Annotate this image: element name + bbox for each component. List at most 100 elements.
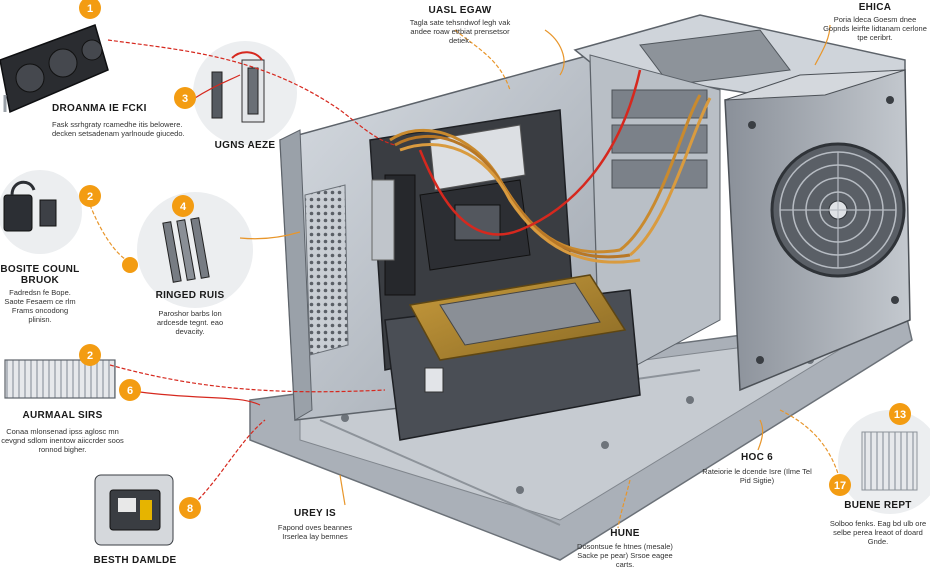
screw xyxy=(686,396,694,404)
badge-3: 3 xyxy=(174,87,196,109)
badge-6: 6 xyxy=(119,379,141,401)
gpu-fan xyxy=(81,39,103,61)
leader-line xyxy=(779,409,841,481)
callout-ram: RINGED RUIS Paroshor barbs lon ardcesde … xyxy=(150,290,230,336)
cpu-label-sticker xyxy=(424,367,444,393)
leader-line xyxy=(189,419,266,509)
leader-line xyxy=(239,231,301,240)
screw xyxy=(748,121,756,129)
screw xyxy=(891,296,899,304)
vent-perforation xyxy=(304,184,349,356)
callout-title: UGNS AEZE xyxy=(214,140,276,151)
callout-title: EHICA xyxy=(858,2,892,13)
callout-desc: Poria ldeca Goesm dnee Gopnds leirfte li… xyxy=(823,15,927,42)
gpu-card xyxy=(0,24,109,114)
callout-title: RINGED RUIS xyxy=(155,290,225,301)
callout-desc: Paroshor barbs lon ardcesde tegnt. eao d… xyxy=(156,309,224,336)
callout-desc: Fask ssrhgraty rcamedhe itis belowere. d… xyxy=(52,120,185,138)
power-supply-unit xyxy=(724,69,911,392)
case-left-frame xyxy=(279,129,313,421)
callout-bottom-mid: UREY IS Fapond oves beannes Irserlea lay… xyxy=(265,508,365,541)
badge-number: 2 xyxy=(87,350,93,362)
callout-title: UASL EGAW xyxy=(428,5,492,16)
screw xyxy=(341,414,349,422)
red-cable xyxy=(418,69,642,236)
badge-13: 13 xyxy=(889,403,911,425)
badge-1: 1 xyxy=(79,0,101,19)
badge-2-ssd: 2 xyxy=(79,344,101,366)
cable-clip-icon xyxy=(211,51,265,123)
callout-title: AURMAAL SIRS xyxy=(22,410,103,421)
callout-desc: Fapond oves beannes Irserlea lay bemnes xyxy=(277,523,353,541)
callout-title: BESTH DAMLDE xyxy=(93,555,177,566)
badge-number: 3 xyxy=(182,93,188,105)
cables xyxy=(389,69,712,264)
case-base-inner xyxy=(299,324,881,521)
callout-desc: Solboo fenks. Eag bd ulb ore selbe perea… xyxy=(829,519,927,546)
badge-number: 1 xyxy=(87,3,93,15)
callout-cable-clip: UGNS AEZE xyxy=(205,140,285,151)
badge-17: 17 xyxy=(829,474,851,496)
badge-cooler-small xyxy=(122,257,138,273)
callout-top: UASL EGAW Tagla sate tehsndwof legh vak … xyxy=(400,5,520,45)
leader-line xyxy=(107,39,396,146)
callout-desc: Conaa mlonsenad ipss aglosc mn cevgnd sd… xyxy=(1,427,124,454)
callout-title: HOC 6 xyxy=(740,452,774,463)
psu-box-icon xyxy=(109,489,161,531)
leader-line xyxy=(89,204,131,263)
gpu-fan xyxy=(48,48,78,78)
io-shield xyxy=(371,179,395,261)
pc-case xyxy=(249,14,913,561)
drive-bay xyxy=(611,159,708,189)
screw xyxy=(601,441,609,449)
callout-desc: Rateiorie le dcende Isre (Ilme Tel Pid S… xyxy=(702,467,812,485)
leader-line xyxy=(339,474,346,506)
callout-desc: Dosontsue fe htnes (mesale) Sacke pe pea… xyxy=(577,542,673,569)
cpu-inner-plate xyxy=(439,282,601,346)
callout-title: HUNE xyxy=(610,528,640,539)
callout-desc: Tagla sate tehsndwof legh vak andee roaw… xyxy=(409,18,511,45)
leader-lines xyxy=(89,24,841,529)
cpu-mount-assembly xyxy=(384,274,641,441)
leader-line xyxy=(617,479,631,529)
power-cable xyxy=(399,142,641,264)
callout-bottom-center: HUNE Dosontsue fe htnes (mesale) Sacke p… xyxy=(570,528,680,569)
leader-line xyxy=(814,24,831,66)
badge-2-cooler: 2 xyxy=(79,185,101,207)
badge-8: 8 xyxy=(179,497,201,519)
badge-4: 4 xyxy=(172,195,194,217)
fan-filter-image xyxy=(861,431,918,491)
leader-line xyxy=(194,74,241,99)
callout-hoc: HOC 6 Rateiorie le dcende Isre (Ilme Tel… xyxy=(702,452,812,485)
callout-title: BOSITE COUNL BRUOK xyxy=(0,264,80,286)
callout-fan-filter: BUENE REPT Solboo fenks. Eag bd ulb ore … xyxy=(826,500,930,546)
callout-top-right: EHICA Poria ldeca Goesm dnee Gopnds leir… xyxy=(822,2,928,42)
psu-top xyxy=(724,69,906,101)
screw xyxy=(756,356,764,364)
leader-line xyxy=(544,29,565,76)
gpu-fan xyxy=(15,63,45,93)
callout-title: DROANMA IE FCKI xyxy=(52,103,147,114)
power-cable xyxy=(619,94,702,252)
callout-desc: Fadredsn fe Bope. Saote Fesaem ce rlm Fr… xyxy=(4,288,76,324)
badge-number: 2 xyxy=(87,191,93,203)
badge-number: 4 xyxy=(180,201,187,213)
leader-line xyxy=(109,364,386,393)
case-top-bracket xyxy=(639,29,791,86)
base-rail xyxy=(319,419,561,526)
badge-number: 6 xyxy=(127,385,133,397)
leader-line xyxy=(454,29,511,91)
screw xyxy=(516,486,524,494)
callout-cooler: BOSITE COUNL BRUOK Fadredsn fe Bope. Sao… xyxy=(0,264,80,324)
callout-gpu: DROANMA IE FCKI Fask ssrhgraty rcamedhe … xyxy=(52,103,192,138)
screw xyxy=(886,96,894,104)
power-cable xyxy=(629,97,712,257)
ssd-image xyxy=(4,359,116,399)
badge-number: 13 xyxy=(894,409,906,421)
ram-sticks-icon xyxy=(162,217,210,283)
leader-line xyxy=(757,419,764,451)
badge-number: 17 xyxy=(834,480,846,492)
leader-line xyxy=(139,391,261,406)
part-bubble-ram xyxy=(137,192,253,308)
